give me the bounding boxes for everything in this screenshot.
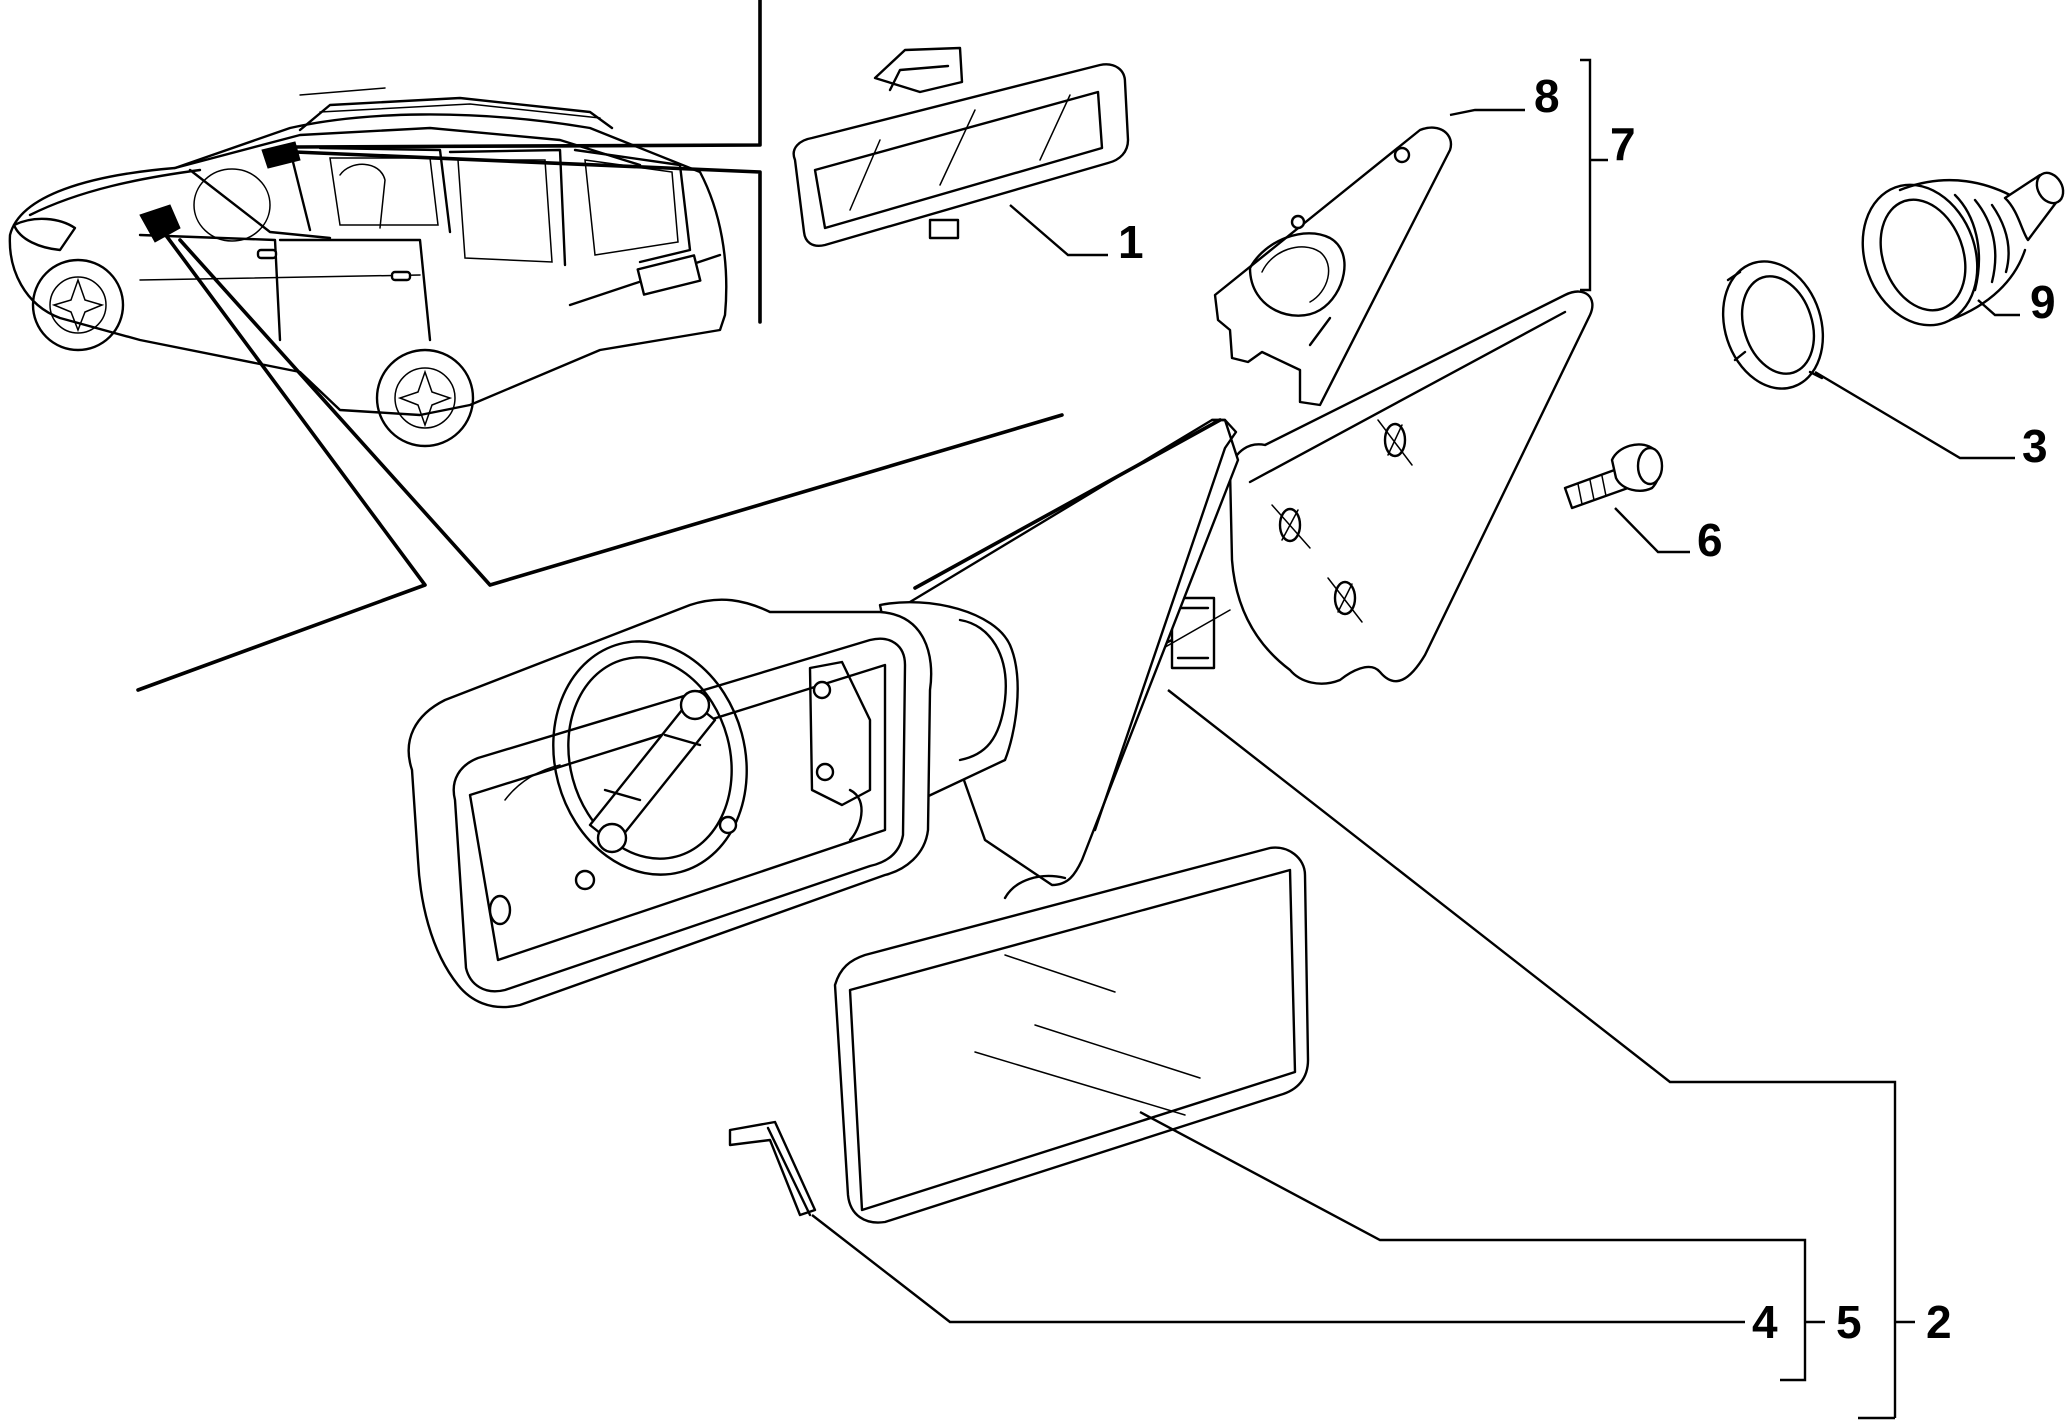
- mirror-adjuster-plate: [1123, 290, 1594, 685]
- overview-frame-lines: [136, 0, 1064, 692]
- callout-7: 7: [1610, 118, 1636, 170]
- callout-labels: 1 2 3 4 5 6 7 8 9: [1118, 70, 2056, 1348]
- mirror-housing: [407, 418, 1240, 1009]
- mirror-glass: [833, 846, 1310, 1224]
- leader-lines: [811, 58, 2020, 1420]
- interior-rear-mirror: [792, 46, 1130, 247]
- mounting-bracket-plate: [1213, 126, 1453, 407]
- mounting-screw: [1563, 443, 1664, 510]
- ring-nut: [1721, 260, 1825, 390]
- callout-4: 4: [1752, 1296, 1778, 1348]
- callout-5: 5: [1836, 1296, 1862, 1348]
- rubber-gaiter: [1861, 171, 2065, 327]
- callout-3: 3: [2022, 420, 2048, 472]
- callout-9: 9: [2030, 276, 2056, 328]
- callout-1: 1: [1118, 216, 1144, 268]
- retaining-clip: [728, 1120, 817, 1217]
- callout-6: 6: [1697, 514, 1723, 566]
- vehicle-overview: [8, 87, 728, 448]
- callout-2: 2: [1926, 1296, 1952, 1348]
- callout-8: 8: [1534, 70, 1560, 122]
